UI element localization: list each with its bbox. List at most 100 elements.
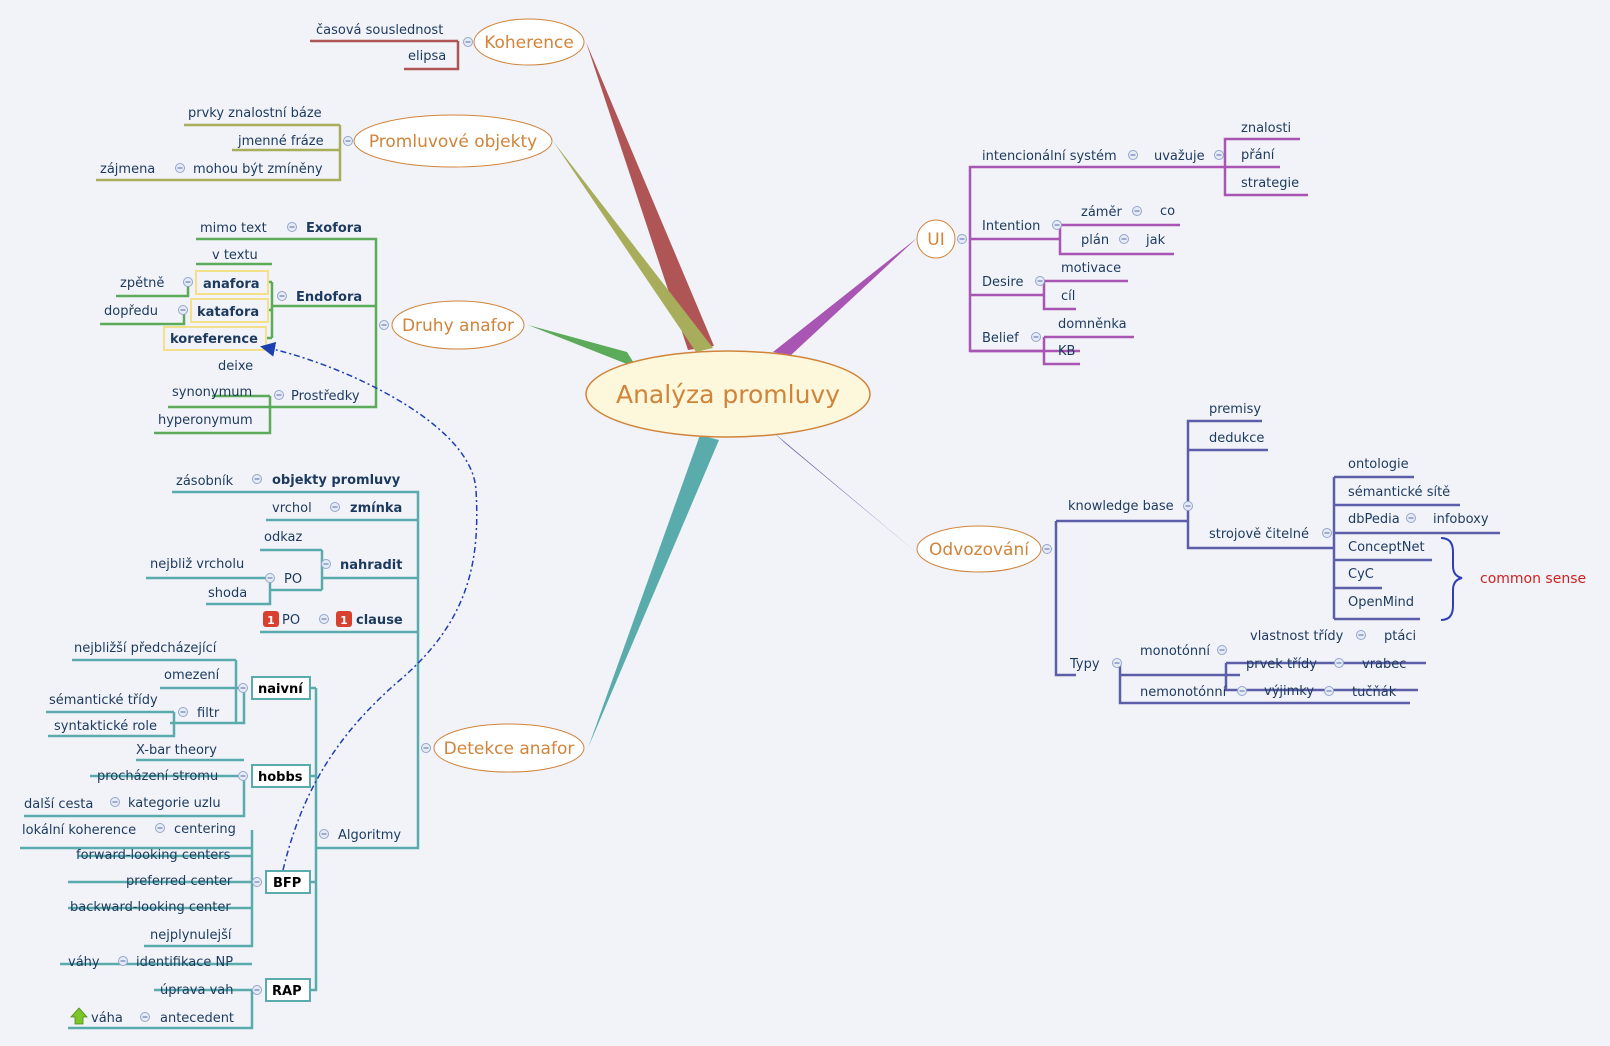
katafora-label: katafora xyxy=(197,305,259,320)
collapse-icon[interactable] xyxy=(175,163,185,173)
collapse-icon[interactable] xyxy=(1406,513,1416,523)
lokalni-label: lokální koherence xyxy=(22,823,136,838)
koherence-item: časová souslednost xyxy=(316,23,443,38)
koherence-item: elipsa xyxy=(408,49,446,64)
collapse-icon[interactable] xyxy=(252,877,262,887)
collapse-icon[interactable] xyxy=(1334,658,1344,668)
nemonotonni-label: nemonotónní xyxy=(1140,685,1227,700)
po-label: PO xyxy=(284,572,302,587)
ui-label: UI xyxy=(927,230,944,250)
dalsi-cesta-label: další cesta xyxy=(24,797,93,812)
central-node[interactable] xyxy=(585,350,871,438)
collapse-icon[interactable] xyxy=(463,37,473,47)
promluvove-node[interactable] xyxy=(353,114,553,168)
xbar-label: X-bar theory xyxy=(136,743,217,758)
collapse-icon[interactable] xyxy=(238,683,248,693)
collapse-icon[interactable] xyxy=(1322,528,1332,538)
v-textu-label: v textu xyxy=(212,248,258,263)
collapse-icon[interactable] xyxy=(238,771,248,781)
collapse-icon[interactable] xyxy=(421,743,431,753)
odvozovani-branch xyxy=(1054,419,1500,705)
vrabec-label: vrabec xyxy=(1362,657,1406,672)
jak-label: jak xyxy=(1145,233,1166,248)
antecedent-label: antecedent xyxy=(160,1011,234,1026)
identifikace-label: identifikace NP xyxy=(136,955,233,970)
koherence-node[interactable] xyxy=(473,18,585,66)
collapse-icon[interactable] xyxy=(155,823,165,833)
collapse-icon[interactable] xyxy=(274,390,284,400)
dopredu-label: dopředu xyxy=(104,304,158,319)
collapse-icon[interactable] xyxy=(110,797,120,807)
collapse-icon[interactable] xyxy=(178,305,188,315)
rap-box[interactable] xyxy=(265,978,311,1002)
collapse-icon[interactable] xyxy=(118,956,128,966)
anafory-label: Druhy anafor xyxy=(402,316,514,336)
collapse-icon[interactable] xyxy=(1237,686,1247,696)
openmind-label: OpenMind xyxy=(1348,595,1414,610)
detekce-connector xyxy=(588,435,719,748)
prvek-label: prvek třídy xyxy=(1246,657,1317,672)
collapse-icon[interactable] xyxy=(1356,630,1366,640)
synonymum-label: synonymum xyxy=(172,385,252,400)
objekty-label: objekty promluvy xyxy=(272,473,401,488)
collapse-icon[interactable] xyxy=(287,222,297,232)
nejblizsi-label: nejbližší předcházející xyxy=(74,641,217,656)
kb-label: KB xyxy=(1058,344,1075,359)
nejplynulejsi-label: nejplynulejší xyxy=(150,928,232,943)
naivni-box[interactable] xyxy=(251,676,311,700)
plan-label: plán xyxy=(1081,233,1109,248)
cyc-label: CyC xyxy=(1348,567,1374,582)
promluvove-subitem: zájmena xyxy=(100,162,155,177)
odvozovani-node[interactable] xyxy=(916,525,1042,573)
hobbs-box[interactable] xyxy=(251,764,311,788)
priority-badge-text: 1 xyxy=(267,614,275,627)
vlastnost-label: vlastnost třídy xyxy=(1250,629,1344,644)
collapse-icon[interactable] xyxy=(319,614,329,624)
vahy-label: váhy xyxy=(68,955,100,970)
collapse-icon[interactable] xyxy=(1217,645,1227,655)
collapse-icon[interactable] xyxy=(379,320,389,330)
collapse-icon[interactable] xyxy=(319,829,329,839)
collapse-icon[interactable] xyxy=(330,502,340,512)
detekce-node[interactable] xyxy=(433,723,585,773)
collapse-icon[interactable] xyxy=(1128,150,1138,160)
filtr-label: filtr xyxy=(197,706,220,721)
zpetne-label: zpětně xyxy=(120,276,164,291)
anafora-box[interactable] xyxy=(195,270,269,295)
strojove-label: strojově čitelné xyxy=(1209,527,1309,542)
collapse-icon[interactable] xyxy=(321,559,331,569)
bfp-box[interactable] xyxy=(265,870,311,894)
prostredky-label: Prostředky xyxy=(291,389,360,404)
po2-label: PO xyxy=(282,613,300,628)
collapse-icon[interactable] xyxy=(1214,150,1224,160)
bfp-label: BFP xyxy=(273,876,301,891)
collapse-icon[interactable] xyxy=(1052,220,1062,230)
mimo-text-label: mimo text xyxy=(200,221,267,236)
nahradit-label: nahradit xyxy=(340,558,402,573)
collapse-icon[interactable] xyxy=(178,707,188,717)
algoritmy-label: Algoritmy xyxy=(338,828,401,843)
ui-node[interactable] xyxy=(916,219,956,259)
anafory-node[interactable] xyxy=(391,300,525,350)
collapse-icon[interactable] xyxy=(252,985,262,995)
katafora-box[interactable] xyxy=(190,298,269,323)
collapse-icon[interactable] xyxy=(1035,276,1045,286)
collapse-icon[interactable] xyxy=(1031,332,1041,342)
collapse-icon[interactable] xyxy=(252,474,262,484)
collapse-icon[interactable] xyxy=(343,136,353,146)
collapse-icon[interactable] xyxy=(277,291,287,301)
naivni-label: naivní xyxy=(258,682,304,697)
koreference-box[interactable] xyxy=(163,326,267,351)
collapse-icon[interactable] xyxy=(183,277,193,287)
collapse-icon[interactable] xyxy=(265,573,275,583)
collapse-icon[interactable] xyxy=(1183,501,1193,511)
exofora-label: Exofora xyxy=(306,221,362,236)
collapse-icon[interactable] xyxy=(140,1012,150,1022)
collapse-icon[interactable] xyxy=(1112,658,1122,668)
collapse-icon[interactable] xyxy=(1132,206,1142,216)
collapse-icon[interactable] xyxy=(1119,234,1129,244)
collapse-icon[interactable] xyxy=(957,234,967,244)
collapse-icon[interactable] xyxy=(1324,686,1334,696)
collapse-icon[interactable] xyxy=(1042,544,1052,554)
